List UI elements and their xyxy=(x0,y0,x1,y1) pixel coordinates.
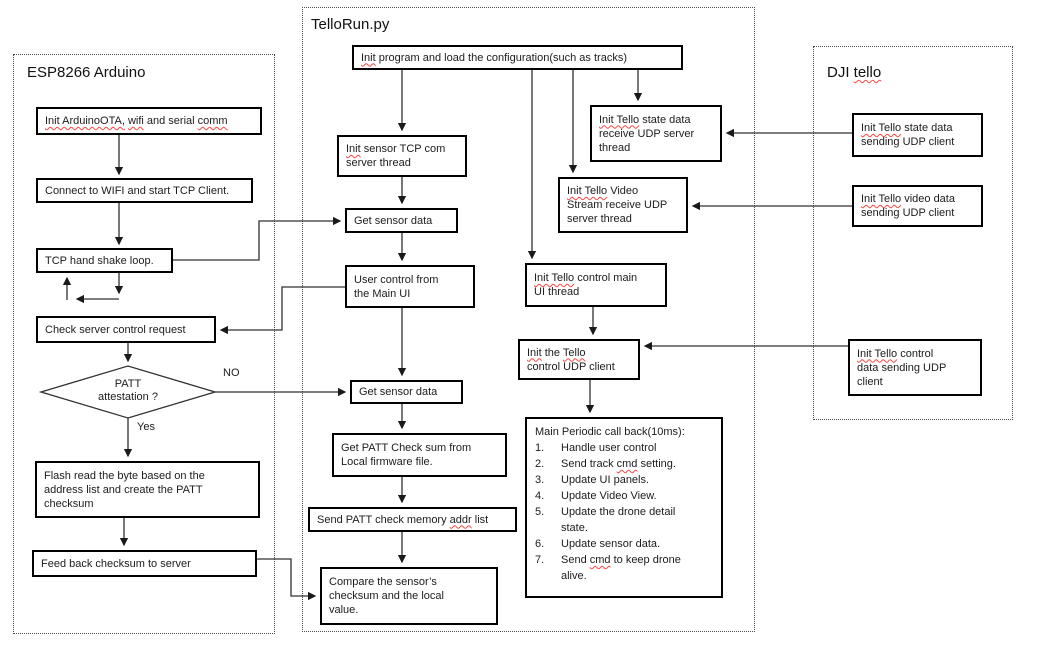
panel-tellorun xyxy=(302,7,755,632)
periodic-item: 6. Update sensor data. xyxy=(535,536,715,552)
periodic-item-text: Update UI panels. xyxy=(561,474,650,486)
panel-title-dji-tello: DJI tello xyxy=(827,64,882,81)
node-label: TCP hand shake loop. xyxy=(45,254,154,267)
panel-title-esp8266: ESP8266 Arduino xyxy=(27,64,146,81)
periodic-item: 3. Update UI panels. xyxy=(535,472,715,488)
node-get-sensor-data-1: Get sensor data xyxy=(345,208,458,233)
periodic-item-number: 7. xyxy=(535,554,545,566)
node-label: Init ArduinoOTA, wifi and serial comm xyxy=(45,115,228,127)
node-check-server-control: Check server control request xyxy=(36,316,216,343)
periodic-item-number: 2. xyxy=(535,458,545,470)
edge-label-no: NO xyxy=(223,367,240,379)
periodic-item-number: 5. xyxy=(535,506,545,518)
edge-label-yes: Yes xyxy=(137,421,155,433)
periodic-item-number: 6. xyxy=(535,538,545,550)
node-tcp-handshake-loop: TCP hand shake loop. xyxy=(36,248,173,273)
node-init-arduinoota: Init ArduinoOTA, wifi and serial comm xyxy=(36,107,262,135)
periodic-item: 1. Handle user control xyxy=(535,440,715,456)
decision-diamond-shape xyxy=(38,365,218,419)
node-label: Connect to WIFI and start TCP Client. xyxy=(45,184,230,197)
panel-esp8266-arduino xyxy=(13,54,275,634)
node-label: Check server control request xyxy=(45,323,186,336)
periodic-item-number: 1. xyxy=(535,442,545,454)
panel-title-tellorun: TelloRun.py xyxy=(311,16,390,33)
node-connect-wifi: Connect to WIFI and start TCP Client. xyxy=(36,178,253,203)
periodic-item-text: Update sensor data. xyxy=(561,538,661,550)
node-label: Get sensor data xyxy=(354,214,433,227)
node-label: Send PATT check memory addr list xyxy=(317,513,489,526)
node-send-patt-addr-list: Send PATT check memory addr list xyxy=(308,507,517,532)
connector xyxy=(173,216,342,261)
periodic-item-text: Handle user control xyxy=(561,442,657,454)
node-label: Feed back checksum to server xyxy=(41,557,191,570)
periodic-item-number: 4. xyxy=(535,490,545,502)
periodic-title: Main Periodic call back(10ms): xyxy=(535,426,685,438)
periodic-item: 2. Send track cmd setting. xyxy=(535,456,715,472)
periodic-item: 4. Update Video View. xyxy=(535,488,715,504)
node-feedback-checksum: Feed back checksum to server xyxy=(32,550,257,577)
node-label: Get sensor data xyxy=(359,386,438,398)
periodic-item-text: Update Video View. xyxy=(561,490,657,502)
periodic-item-text: Send track cmd setting. xyxy=(561,458,676,470)
node-init-program: Init program and load the configuration(… xyxy=(352,45,683,70)
node-get-sensor-data-2: Get sensor data xyxy=(350,380,463,404)
periodic-item-number: 3. xyxy=(535,474,545,486)
node-main-periodic-callback: Main Periodic call back(10ms): 1. Handle… xyxy=(525,417,723,598)
panel-dji-tello xyxy=(813,46,1013,420)
node-label: Init program and load the configuration(… xyxy=(361,51,627,64)
connector xyxy=(257,558,317,601)
connector xyxy=(219,286,345,335)
